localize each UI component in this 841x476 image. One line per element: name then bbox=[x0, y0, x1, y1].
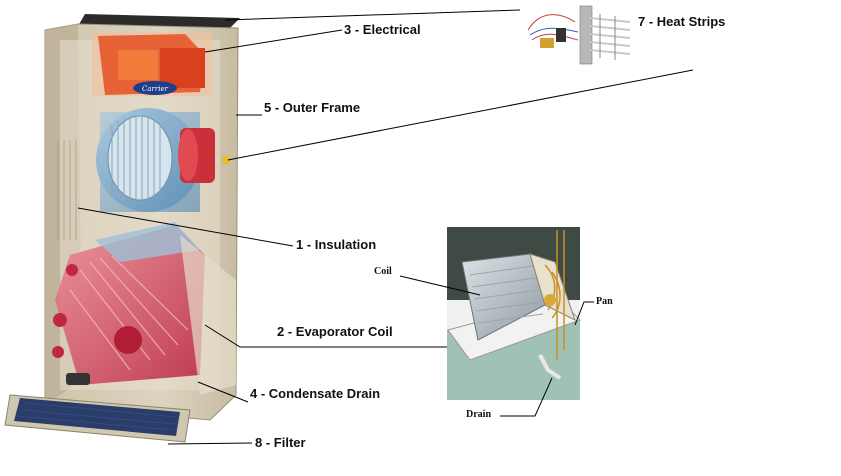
electrical-compartment: Carrier bbox=[92, 32, 212, 96]
filter-tray bbox=[4, 394, 191, 443]
air-handler-unit: Carrier bbox=[4, 14, 240, 443]
inset-drain-pipe bbox=[538, 354, 562, 380]
leader-inset-drain bbox=[500, 377, 553, 417]
leader-lines bbox=[77, 9, 694, 445]
leader-motor bbox=[227, 69, 694, 161]
blower-assembly bbox=[96, 108, 230, 212]
cabinet-top bbox=[78, 14, 240, 28]
coil-pan-inset bbox=[447, 227, 581, 400]
leader-inset-pan bbox=[574, 301, 594, 326]
leader-electrical bbox=[204, 29, 343, 53]
label-insulation: 1 - Insulation bbox=[296, 237, 377, 252]
inset-label-coil: Coil bbox=[374, 266, 392, 277]
leader-evaporator-coil bbox=[204, 324, 447, 348]
label-electrical: 3 - Electrical bbox=[344, 22, 421, 37]
inset-label-drain: Drain bbox=[466, 409, 491, 420]
leader-condensate-drain bbox=[197, 381, 249, 403]
insulation-panel bbox=[57, 140, 77, 240]
label-evaporator-coil: 2 - Evaporator Coil bbox=[277, 324, 393, 339]
leader-heat-strips bbox=[224, 9, 521, 21]
carrier-logo-text: Carrier bbox=[142, 85, 169, 93]
label-outer-frame: 5 - Outer Frame bbox=[264, 100, 361, 115]
condensate-drain-fitting bbox=[66, 373, 90, 385]
label-condensate-drain: 4 - Condensate Drain bbox=[250, 386, 381, 401]
leader-insulation bbox=[77, 207, 294, 247]
inset-label-pan: Pan bbox=[596, 296, 613, 307]
leader-filter bbox=[167, 442, 253, 445]
carrier-logo bbox=[133, 81, 177, 95]
label-heat-strips: 7 - Heat Strips bbox=[638, 14, 726, 29]
side-panel bbox=[180, 235, 236, 395]
evaporator-coil bbox=[52, 222, 205, 385]
heat-strips-image bbox=[527, 5, 631, 65]
label-filter: 8 - Filter bbox=[255, 435, 306, 450]
leader-inset-coil bbox=[399, 275, 481, 296]
